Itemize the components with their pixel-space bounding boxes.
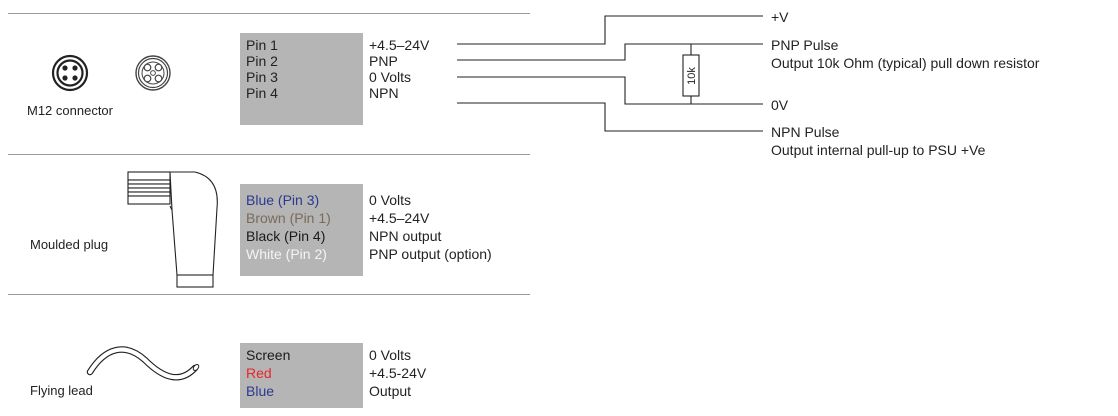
section-divider-2 bbox=[8, 294, 530, 295]
wire-zero-v bbox=[457, 76, 763, 105]
moulded-wire-2-name: Brown (Pin 1) bbox=[246, 210, 331, 226]
resistor-label: 10k bbox=[686, 67, 698, 85]
resistor-body bbox=[682, 54, 700, 97]
m12-pin-4-value: NPN bbox=[369, 85, 399, 101]
section-divider-top bbox=[8, 13, 530, 14]
moulded-wire-3-value: NPN output bbox=[369, 228, 442, 244]
flying-wire-3-name: Blue bbox=[246, 383, 275, 399]
m12-connector-male-icon bbox=[51, 54, 89, 92]
moulded-wire-3-name: Black (Pin 4) bbox=[246, 228, 326, 244]
moulded-plug-icon bbox=[127, 171, 218, 288]
moulded-wire-4-name: White (Pin 2) bbox=[246, 246, 327, 262]
wire-npn bbox=[457, 102, 763, 132]
m12-pin-2-value: PNP bbox=[369, 53, 398, 69]
moulded-plug-label: Moulded plug bbox=[30, 237, 109, 252]
label-zero-v: 0V bbox=[771, 97, 789, 113]
m12-pin-3-value: 0 Volts bbox=[369, 69, 412, 85]
flying-wire-1-name: Screen bbox=[246, 347, 291, 363]
label-pnp-note: Output 10k Ohm (typical) pull down resis… bbox=[771, 55, 1040, 71]
m12-connector-female-icon bbox=[135, 55, 171, 91]
m12-pin-1-value: +4.5–24V bbox=[369, 37, 430, 53]
moulded-wire-1-name: Blue (Pin 3) bbox=[246, 192, 320, 208]
section-divider-1 bbox=[8, 154, 530, 155]
flying-lead-label: Flying lead bbox=[30, 383, 93, 398]
m12-connector-label: M12 connector bbox=[27, 103, 113, 118]
flying-lead-icon bbox=[86, 346, 200, 381]
label-pnp-pulse: PNP Pulse bbox=[771, 37, 839, 53]
moulded-wire-box bbox=[240, 184, 363, 276]
flying-wire-2-value: +4.5-24V bbox=[369, 365, 427, 381]
label-npn-pulse: NPN Pulse bbox=[771, 124, 840, 140]
wire-pnp bbox=[457, 43, 763, 61]
moulded-wire-1-value: 0 Volts bbox=[369, 192, 412, 208]
m12-pin-4-name: Pin 4 bbox=[246, 85, 278, 101]
label-plus-v: +V bbox=[771, 9, 789, 25]
flying-wire-1-value: 0 Volts bbox=[369, 347, 412, 363]
moulded-wire-2-value: +4.5–24V bbox=[369, 210, 430, 226]
flying-wire-box bbox=[240, 343, 363, 408]
m12-pin-1-name: Pin 1 bbox=[246, 37, 278, 53]
flying-wire-3-value: Output bbox=[369, 383, 412, 399]
flying-wire-2-name: Red bbox=[246, 365, 272, 381]
m12-pin-3-name: Pin 3 bbox=[246, 69, 278, 85]
moulded-wire-4-value: PNP output (option) bbox=[369, 246, 492, 262]
m12-pin-box bbox=[240, 33, 363, 125]
label-npn-note: Output internal pull-up to PSU +Ve bbox=[771, 142, 986, 158]
wire-plus-v bbox=[457, 15, 763, 45]
m12-pin-2-name: Pin 2 bbox=[246, 53, 278, 69]
